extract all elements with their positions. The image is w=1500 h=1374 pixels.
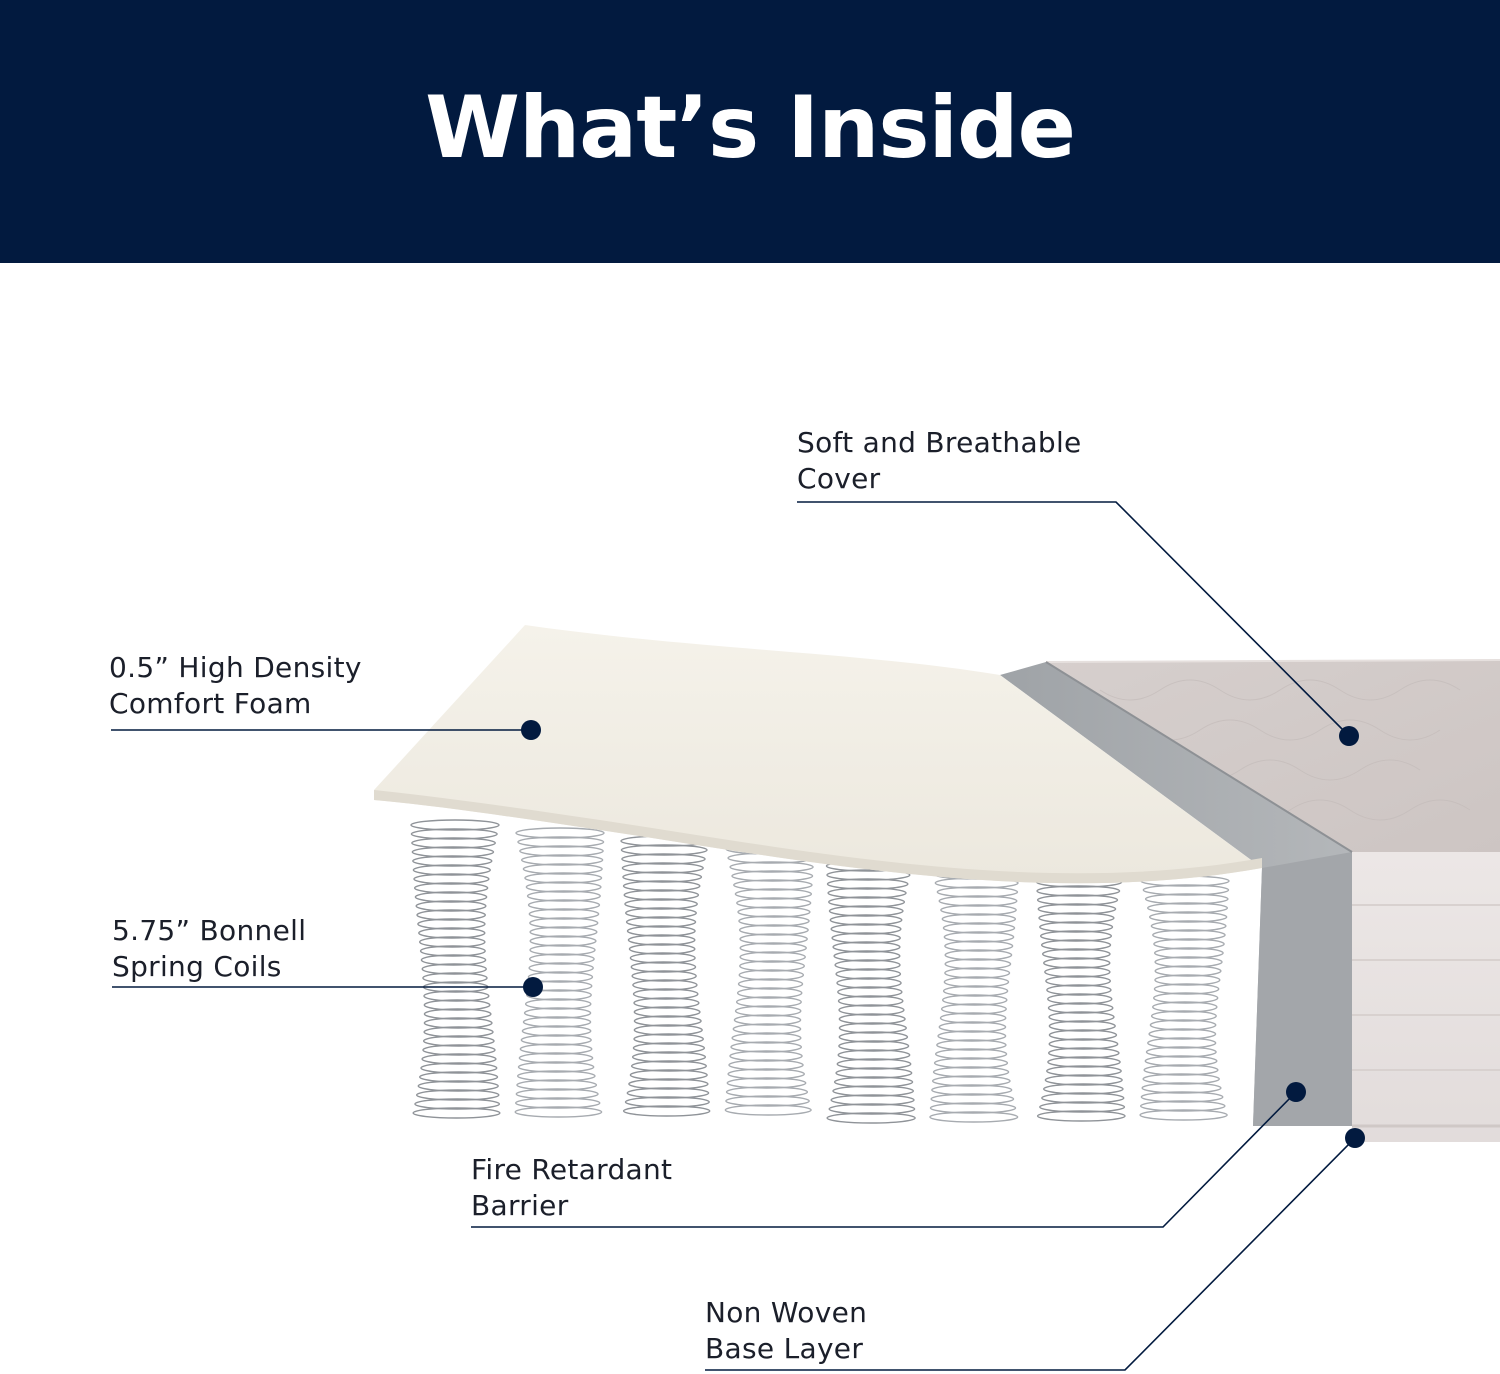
spring-coil: [410, 819, 501, 1119]
base-label: Non Woven Base Layer: [705, 1295, 867, 1367]
header-banner: What’s Inside: [0, 0, 1500, 263]
base-leader-line: [705, 1137, 1356, 1371]
mattress-side-panel: [1352, 852, 1500, 1142]
spring-coil: [1035, 867, 1126, 1122]
base-marker-dot: [1345, 1128, 1365, 1148]
page-title: What’s Inside: [425, 77, 1076, 178]
cover-leader-line: [797, 501, 1350, 737]
coils-label: 5.75” Bonnell Spring Coils: [112, 913, 306, 985]
coils-label-line2: Spring Coils: [112, 950, 282, 983]
coils-marker-dot: [523, 977, 543, 997]
spring-coil: [620, 835, 711, 1117]
leader-lines: [111, 501, 1356, 1371]
spring-coil: [724, 843, 815, 1116]
comfort-foam-layer: [374, 625, 1262, 884]
fire-barrier-layer: [1000, 661, 1353, 1126]
spring-coil: [825, 851, 916, 1124]
barrier-label-line1: Fire Retardant: [471, 1153, 673, 1186]
spring-coil: [929, 859, 1020, 1123]
cover-marker-dot: [1339, 726, 1359, 746]
cover-label-line1: Soft and Breathable: [797, 426, 1082, 459]
foam-marker-dot: [521, 720, 541, 740]
foam-label: 0.5” High Density Comfort Foam: [109, 650, 362, 722]
foam-label-line1: 0.5” High Density: [109, 651, 362, 684]
cover-label-line2: Cover: [797, 462, 881, 495]
spring-coil: [514, 827, 605, 1118]
spring-coils: [410, 819, 1230, 1124]
barrier-leader-line: [471, 1091, 1297, 1228]
coils-label-line1: 5.75” Bonnell: [112, 914, 307, 947]
cover-label: Soft and Breathable Cover: [797, 425, 1082, 497]
foam-label-line2: Comfort Foam: [109, 687, 312, 720]
spring-coil: [1139, 875, 1230, 1121]
base-label-line1: Non Woven: [705, 1296, 868, 1329]
barrier-label-line2: Barrier: [471, 1189, 569, 1222]
barrier-marker-dot: [1286, 1082, 1306, 1102]
base-label-line2: Base Layer: [705, 1332, 864, 1365]
barrier-label: Fire Retardant Barrier: [471, 1152, 672, 1224]
